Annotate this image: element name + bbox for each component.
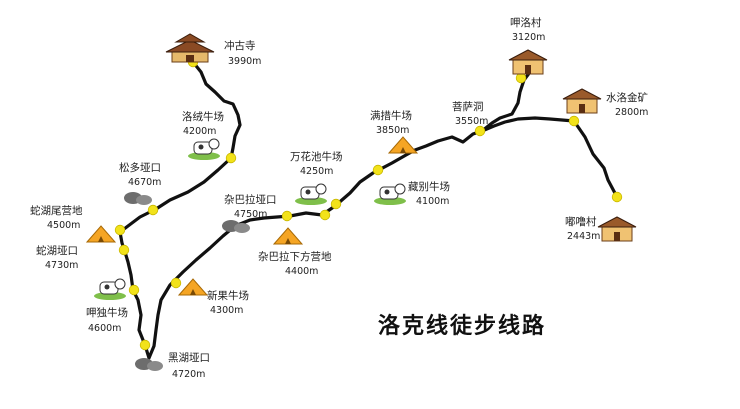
place-name: 呷洛村 xyxy=(510,16,542,29)
house-icon xyxy=(562,88,602,114)
house-icon xyxy=(508,49,548,75)
cow-icon xyxy=(188,138,220,160)
place-elevation: 4500m xyxy=(47,220,80,231)
place-name: 蛇湖垭口 xyxy=(36,244,78,257)
cow-icon xyxy=(374,183,406,205)
waypoint-dot[interactable] xyxy=(225,152,237,164)
place-name: 松多垭口 xyxy=(119,161,161,174)
place-elevation: 3120m xyxy=(512,32,545,43)
waypoint-dot[interactable] xyxy=(319,209,331,221)
place-elevation: 4400m xyxy=(285,266,318,277)
place-elevation: 3550m xyxy=(455,116,488,127)
place-elevation: 4300m xyxy=(210,305,243,316)
waypoint-dot[interactable] xyxy=(147,204,159,216)
place-name: 水洛金矿 xyxy=(606,91,648,104)
tent-icon xyxy=(387,136,419,154)
place-elevation: 4730m xyxy=(45,260,78,271)
tent-icon xyxy=(85,225,117,243)
place-name: 满措牛场 xyxy=(370,109,412,122)
trail-route xyxy=(118,60,619,360)
place-elevation: 2443m xyxy=(567,231,600,242)
place-elevation: 4600m xyxy=(88,323,121,334)
tent-icon xyxy=(272,227,304,245)
place-elevation: 4750m xyxy=(234,209,267,220)
place-name: 杂巴拉垭口 xyxy=(224,193,277,206)
rock-icon xyxy=(135,358,163,371)
place-elevation: 4250m xyxy=(300,166,333,177)
place-name: 洛绒牛场 xyxy=(182,110,224,123)
cow-icon xyxy=(295,183,327,205)
place-name: 藏别牛场 xyxy=(408,180,450,193)
waypoint-dot[interactable] xyxy=(372,164,384,176)
place-elevation: 4100m xyxy=(416,196,449,207)
place-name: 呷独牛场 xyxy=(86,306,128,319)
house-icon xyxy=(597,216,637,242)
place-elevation: 3990m xyxy=(228,56,261,67)
tent-icon xyxy=(177,278,209,296)
cow-icon xyxy=(94,278,126,300)
waypoint-dot[interactable] xyxy=(139,339,151,351)
waypoint-dot[interactable] xyxy=(568,115,580,127)
waypoint-dot[interactable] xyxy=(128,284,140,296)
place-name: 蛇湖尾营地 xyxy=(30,204,83,217)
map-title: 洛克线徒步线路 xyxy=(378,313,546,339)
place-name: 新果牛场 xyxy=(207,289,249,302)
place-elevation: 4720m xyxy=(172,369,205,380)
waypoint-dot[interactable] xyxy=(118,244,130,256)
place-elevation: 3850m xyxy=(376,125,409,136)
waypoint-dot[interactable] xyxy=(515,72,527,84)
place-elevation: 4200m xyxy=(183,126,216,137)
waypoint-dot[interactable] xyxy=(611,191,623,203)
waypoint-dot[interactable] xyxy=(330,198,342,210)
temple-icon xyxy=(165,33,215,63)
waypoint-dot[interactable] xyxy=(170,277,182,289)
place-elevation: 4670m xyxy=(128,177,161,188)
place-name: 黑湖垭口 xyxy=(168,351,210,364)
place-name: 冲古寺 xyxy=(224,39,256,52)
rock-icon xyxy=(124,192,152,205)
waypoint-dot[interactable] xyxy=(114,224,126,236)
place-name: 杂巴拉下方营地 xyxy=(258,250,332,263)
place-name: 菩萨洞 xyxy=(452,101,484,113)
waypoint-dot[interactable] xyxy=(474,125,486,137)
place-elevation: 2800m xyxy=(615,107,648,118)
place-name: 万花池牛场 xyxy=(290,150,343,163)
rock-icon xyxy=(222,220,250,233)
waypoint-dot[interactable] xyxy=(281,210,293,222)
place-name: 嘟噜村 xyxy=(565,215,597,228)
